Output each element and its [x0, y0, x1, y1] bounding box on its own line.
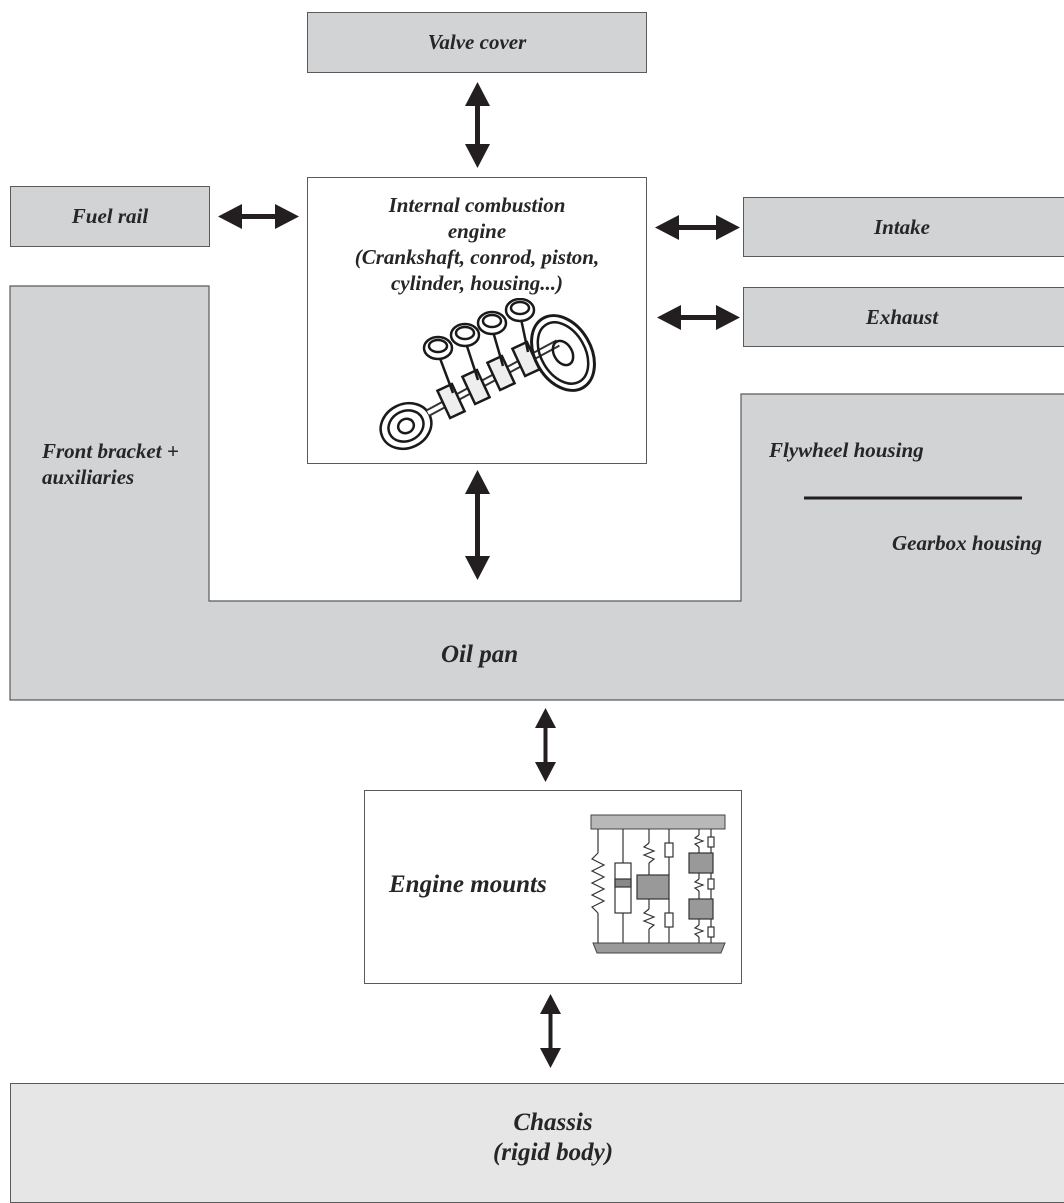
- mount-model-schematic: [590, 814, 726, 954]
- flywheel-housing-label: Flywheel housing: [769, 438, 924, 462]
- engine-label: Internal combustion engine (Crankshaft, …: [308, 192, 646, 296]
- engine-box: Internal combustion engine (Crankshaft, …: [307, 177, 647, 464]
- engine-mounts-label: Engine mounts: [389, 871, 547, 898]
- chassis-line2: (rigid body): [492, 1139, 614, 1166]
- crankshaft-illustration: [379, 298, 596, 451]
- intake-box: Intake: [743, 197, 1064, 257]
- valve-cover-label: Valve cover: [427, 30, 527, 54]
- engine-line2: engine: [447, 219, 507, 243]
- chassis-line1: Chassis: [513, 1109, 593, 1136]
- chassis-box: Chassis (rigid body): [10, 1083, 1064, 1203]
- arrow-engine-intake: [655, 215, 740, 240]
- fuel-rail-label: Fuel rail: [71, 204, 149, 228]
- engine-line3: (Crankshaft, conrod, piston,: [354, 245, 600, 269]
- oil-pan-label: Oil pan: [441, 641, 519, 668]
- gearbox-housing-label: Gearbox housing: [892, 531, 1042, 555]
- arrow-valve-engine: [465, 82, 490, 168]
- arrow-engine-oilpan: [465, 470, 490, 580]
- engine-line4: cylinder, housing...): [390, 271, 564, 295]
- fuel-rail-box: Fuel rail: [10, 186, 210, 247]
- exhaust-label: Exhaust: [865, 304, 939, 329]
- valve-cover-box: Valve cover: [307, 12, 647, 73]
- arrow-engine-exhaust: [657, 305, 740, 330]
- intake-label: Intake: [873, 214, 930, 239]
- engine-line1: Internal combustion: [388, 193, 566, 217]
- chassis-label: Chassis (rigid body): [11, 1108, 1064, 1168]
- exhaust-box: Exhaust: [743, 287, 1064, 347]
- front-bracket-line2: auxiliaries: [42, 465, 135, 490]
- front-bracket-line1: Front bracket +: [42, 439, 179, 463]
- arrow-oilpan-mounts: [535, 708, 556, 782]
- front-bracket-label: Front bracket + auxiliaries: [42, 438, 179, 491]
- arrow-fuelrail-engine: [218, 204, 299, 229]
- engine-mounts-box: Engine mounts: [364, 790, 742, 984]
- arrow-mounts-chassis: [540, 994, 561, 1068]
